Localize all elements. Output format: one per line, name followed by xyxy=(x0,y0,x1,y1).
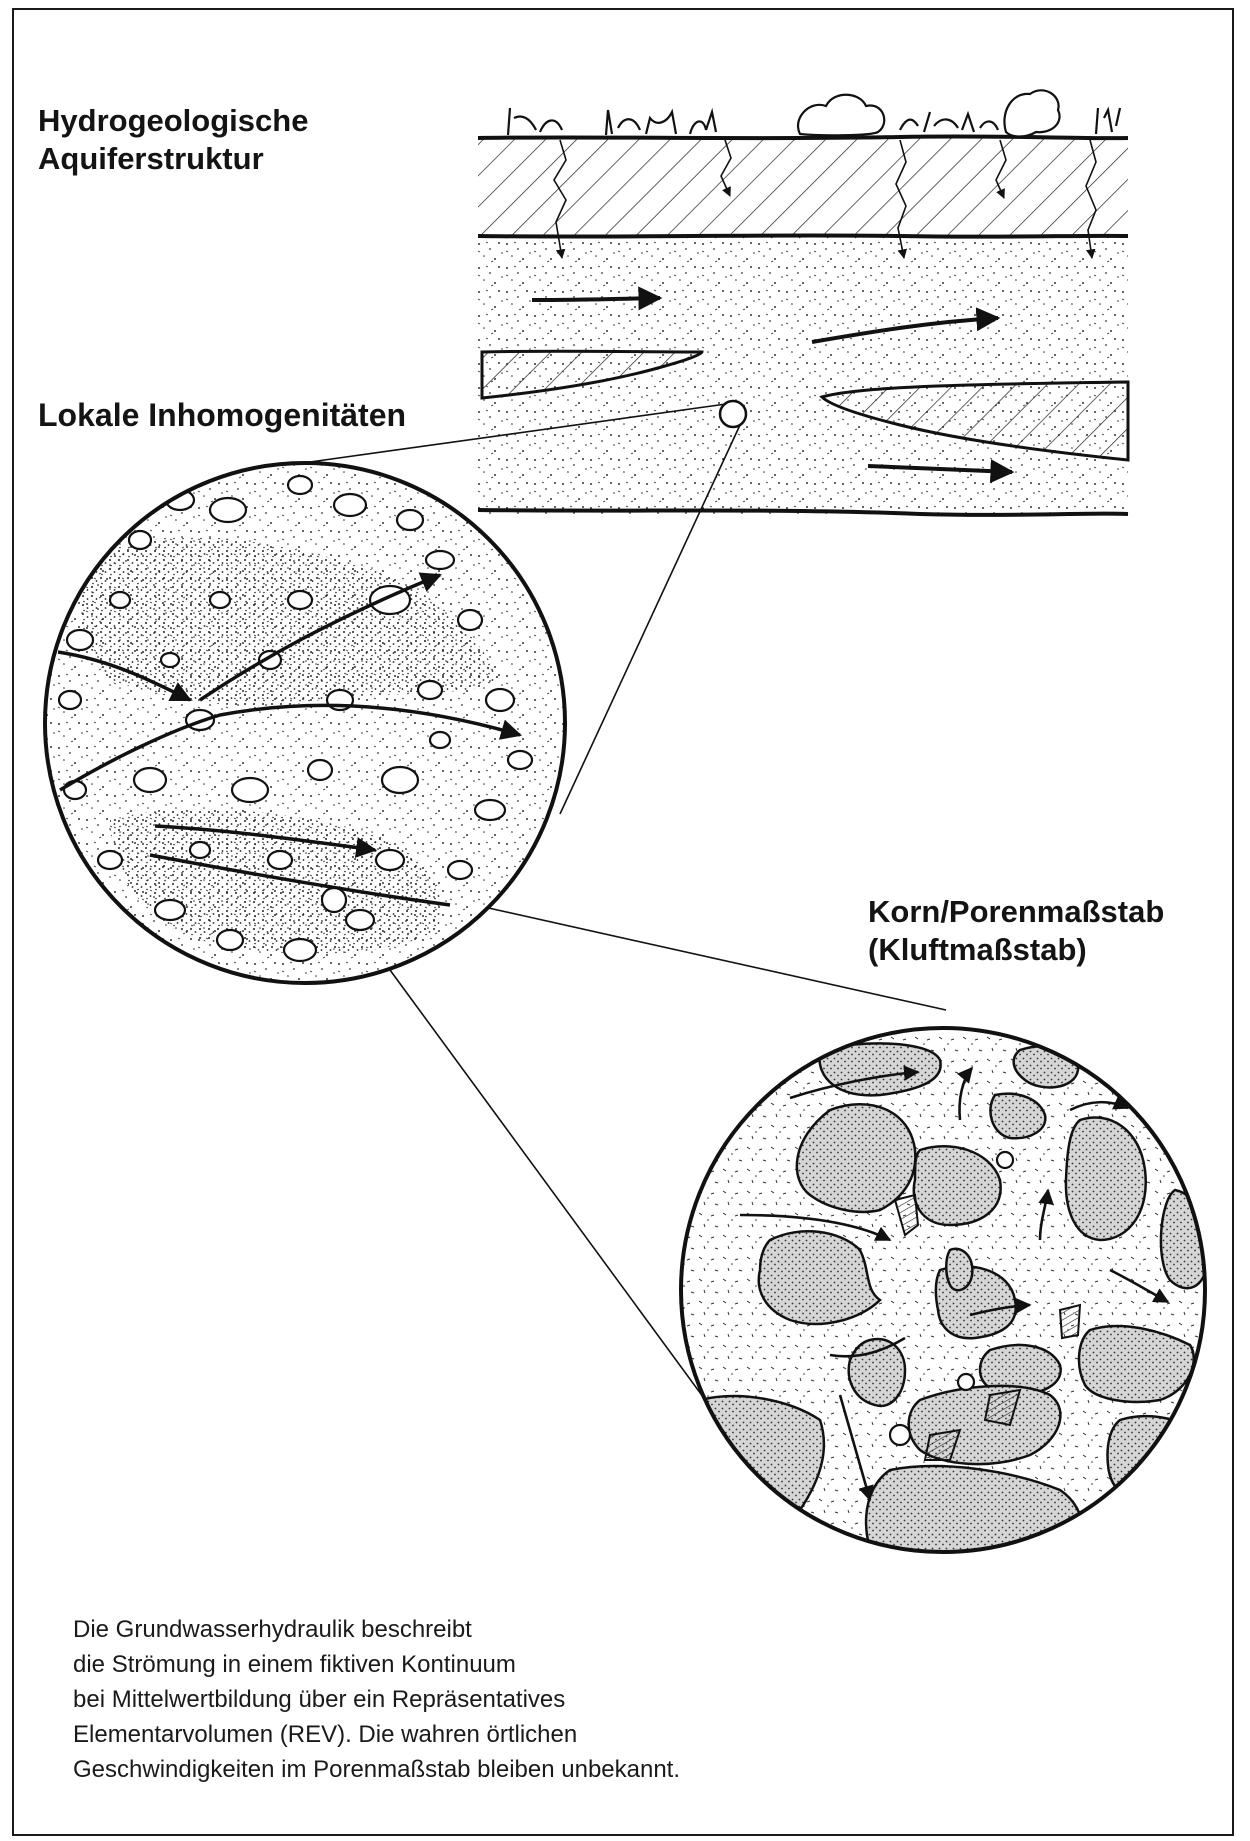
aquifer-structure-label-line2: Aquiferstruktur xyxy=(38,140,308,178)
aquifer-cross-section xyxy=(478,90,1128,515)
caption-line: die Strömung in einem fiktiven Kontinuum xyxy=(73,1647,680,1682)
grass-middle xyxy=(900,112,998,132)
layer-boundary-line xyxy=(478,235,1128,236)
grass-left xyxy=(508,108,716,135)
local-inhomogeneity-circle xyxy=(45,463,565,983)
shrub-1 xyxy=(798,95,884,136)
aquifer-structure-label: Hydrogeologische Aquiferstruktur xyxy=(38,102,308,178)
confining-layer-top xyxy=(478,138,1128,236)
caption-line: Die Grundwasserhydraulik beschreibt xyxy=(73,1612,680,1647)
grain-scale-label-line2: (Kluftmaßstab) xyxy=(868,931,1164,969)
aquifer-structure-label-line1: Hydrogeologische xyxy=(38,102,308,140)
grain-pore-scale-circle xyxy=(680,1028,1208,1570)
caption-line: Elementarvolumen (REV). Die wahren örtli… xyxy=(73,1717,680,1752)
caption-line: Geschwindigkeiten im Porenmaßstab bleibe… xyxy=(73,1752,680,1787)
ground-surface-line xyxy=(478,136,1128,138)
grain-scale-label-line1: Korn/Porenmaßstab xyxy=(868,893,1164,931)
caption-line: bei Mittelwertbildung über ein Repräsent… xyxy=(73,1682,680,1717)
pore-sample-marker xyxy=(322,888,346,912)
figure-caption: Die Grundwasserhydraulik beschreibt die … xyxy=(73,1612,680,1787)
local-inhomogeneity-label: Lokale Inhomogenitäten xyxy=(38,396,406,435)
grain-scale-label: Korn/Porenmaßstab (Kluftmaßstab) xyxy=(868,893,1164,969)
shrub-2 xyxy=(1004,90,1059,136)
grass-right xyxy=(1096,108,1120,134)
